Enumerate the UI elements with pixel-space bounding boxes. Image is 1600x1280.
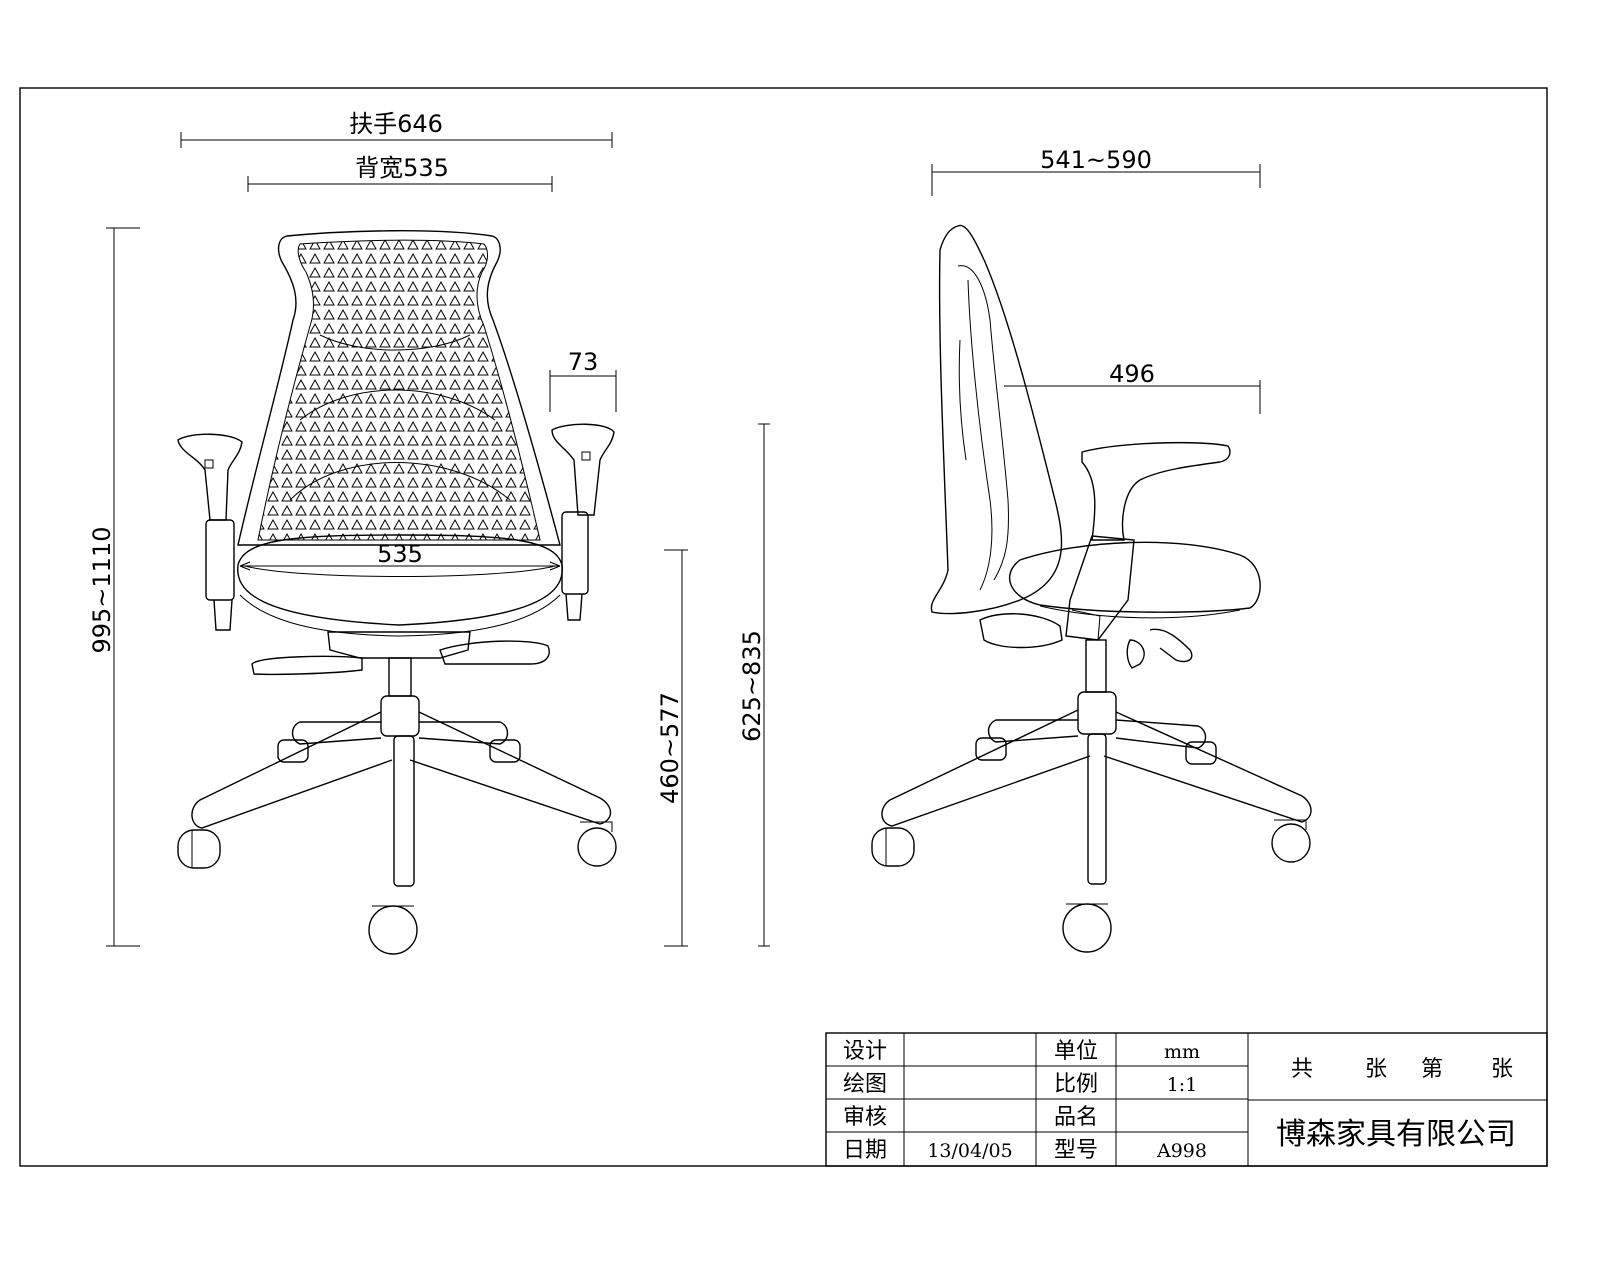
drawing-border (19, 87, 1548, 1167)
mesh-contour (289, 462, 511, 501)
company-name: 博森家具有限公司 (1276, 1117, 1516, 1152)
side-lever-back (1126, 639, 1145, 669)
model-label: 型号 (1054, 1138, 1098, 1163)
side-gas-cylinder (1085, 639, 1107, 693)
side-seat-frame (1039, 605, 1241, 619)
side-base-leg-left (881, 709, 1091, 827)
scale-label: 比例 (1054, 1072, 1098, 1097)
unit-label: 单位 (1054, 1039, 1098, 1064)
product-label: 品名 (1054, 1105, 1098, 1130)
caster-left (177, 829, 221, 869)
base-leg-back-right (418, 721, 509, 745)
sheet-word: 张 (1365, 1057, 1387, 1082)
dim-seat-width: 535 (239, 540, 561, 571)
side-seat (1008, 541, 1261, 613)
side-caster-center (1062, 903, 1112, 953)
right-armrest (551, 423, 615, 621)
caster-right (577, 821, 617, 867)
side-backrest (930, 224, 1063, 615)
caster-center (368, 905, 418, 955)
base-hub (393, 735, 415, 887)
dim-seat-depth: 496 (1004, 360, 1261, 414)
side-base-hub (1087, 733, 1107, 885)
scale-value: 1:1 (1167, 1074, 1198, 1096)
side-base-leg-right (1103, 711, 1312, 823)
side-backrest-inner (957, 265, 1009, 581)
side-mechanism (979, 613, 1063, 649)
title-block: 设计 绘图 审核 日期 13/04/05 单位 mm 比例 1:1 品名 型号 … (825, 1032, 1548, 1167)
sheet-index: 第 (1421, 1057, 1443, 1082)
side-caster-left (871, 827, 915, 867)
sheet-word-2: 张 (1491, 1057, 1513, 1082)
left-armrest (177, 433, 243, 631)
left-lever (251, 655, 363, 676)
side-armrest-clamp (1071, 609, 1101, 641)
unit-value: mm (1164, 1041, 1200, 1063)
dim-overall-height: 995~1110 (88, 227, 140, 947)
armrest-thickness-label: 73 (568, 348, 599, 376)
column-collar (380, 695, 420, 737)
side-caster-back-left (975, 737, 1007, 761)
overall-height-label: 995~1110 (88, 527, 116, 654)
caster-back-right (489, 739, 521, 763)
front-view: 扶手646 背宽535 73 535 995~1110 (88, 110, 688, 955)
date-label: 日期 (843, 1138, 887, 1163)
gas-cylinder (388, 657, 412, 697)
review-label: 审核 (843, 1105, 887, 1130)
side-armrest-post (1065, 535, 1135, 641)
side-column-collar (1077, 691, 1117, 735)
side-lumbar (958, 339, 967, 461)
date-value: 13/04/05 (927, 1140, 1012, 1162)
back-width-label: 背宽535 (355, 154, 449, 182)
depth-label: 541~590 (1040, 146, 1152, 174)
sheet-total: 共 (1291, 1057, 1313, 1082)
mesh-contour (299, 389, 496, 421)
drawing-label: 绘图 (843, 1072, 887, 1097)
design-label: 设计 (843, 1039, 887, 1064)
backrest-outline (237, 230, 561, 546)
seat-frame (239, 594, 561, 637)
side-backrest-mesh (967, 279, 993, 591)
seat-front-edge (244, 565, 556, 577)
side-caster-right (1271, 819, 1311, 863)
mechanism (327, 631, 471, 659)
side-base-leg-back-right (1115, 719, 1207, 749)
seat-width-label: 535 (377, 540, 423, 568)
side-lever-front (1149, 628, 1193, 663)
armrest-width-label: 扶手646 (349, 110, 443, 138)
dim-depth: 541~590 (931, 146, 1261, 196)
seat-depth-label: 496 (1109, 360, 1155, 388)
dim-armrest-height: 625~835 (738, 423, 770, 947)
side-view: 541~590 496 625~835 (738, 146, 1312, 953)
side-armrest-pad (1081, 441, 1231, 541)
dim-armrest-width: 扶手646 (180, 110, 613, 148)
dim-back-width: 背宽535 (247, 154, 553, 192)
caster-back-left (277, 739, 309, 763)
armrest-height-label: 625~835 (738, 630, 766, 742)
dim-armrest-thickness: 73 (549, 348, 617, 412)
base-leg-left (191, 711, 393, 829)
model-value: A998 (1156, 1140, 1207, 1162)
dim-seat-height: 460~577 (656, 549, 688, 947)
side-caster-back-right (1185, 741, 1217, 765)
seat-height-label: 460~577 (656, 692, 684, 804)
right-lever (439, 640, 550, 665)
base-leg-right (409, 711, 612, 825)
mesh-contour (319, 334, 471, 351)
side-base-leg-back-left (987, 719, 1079, 743)
base-leg-back-left (291, 721, 382, 745)
